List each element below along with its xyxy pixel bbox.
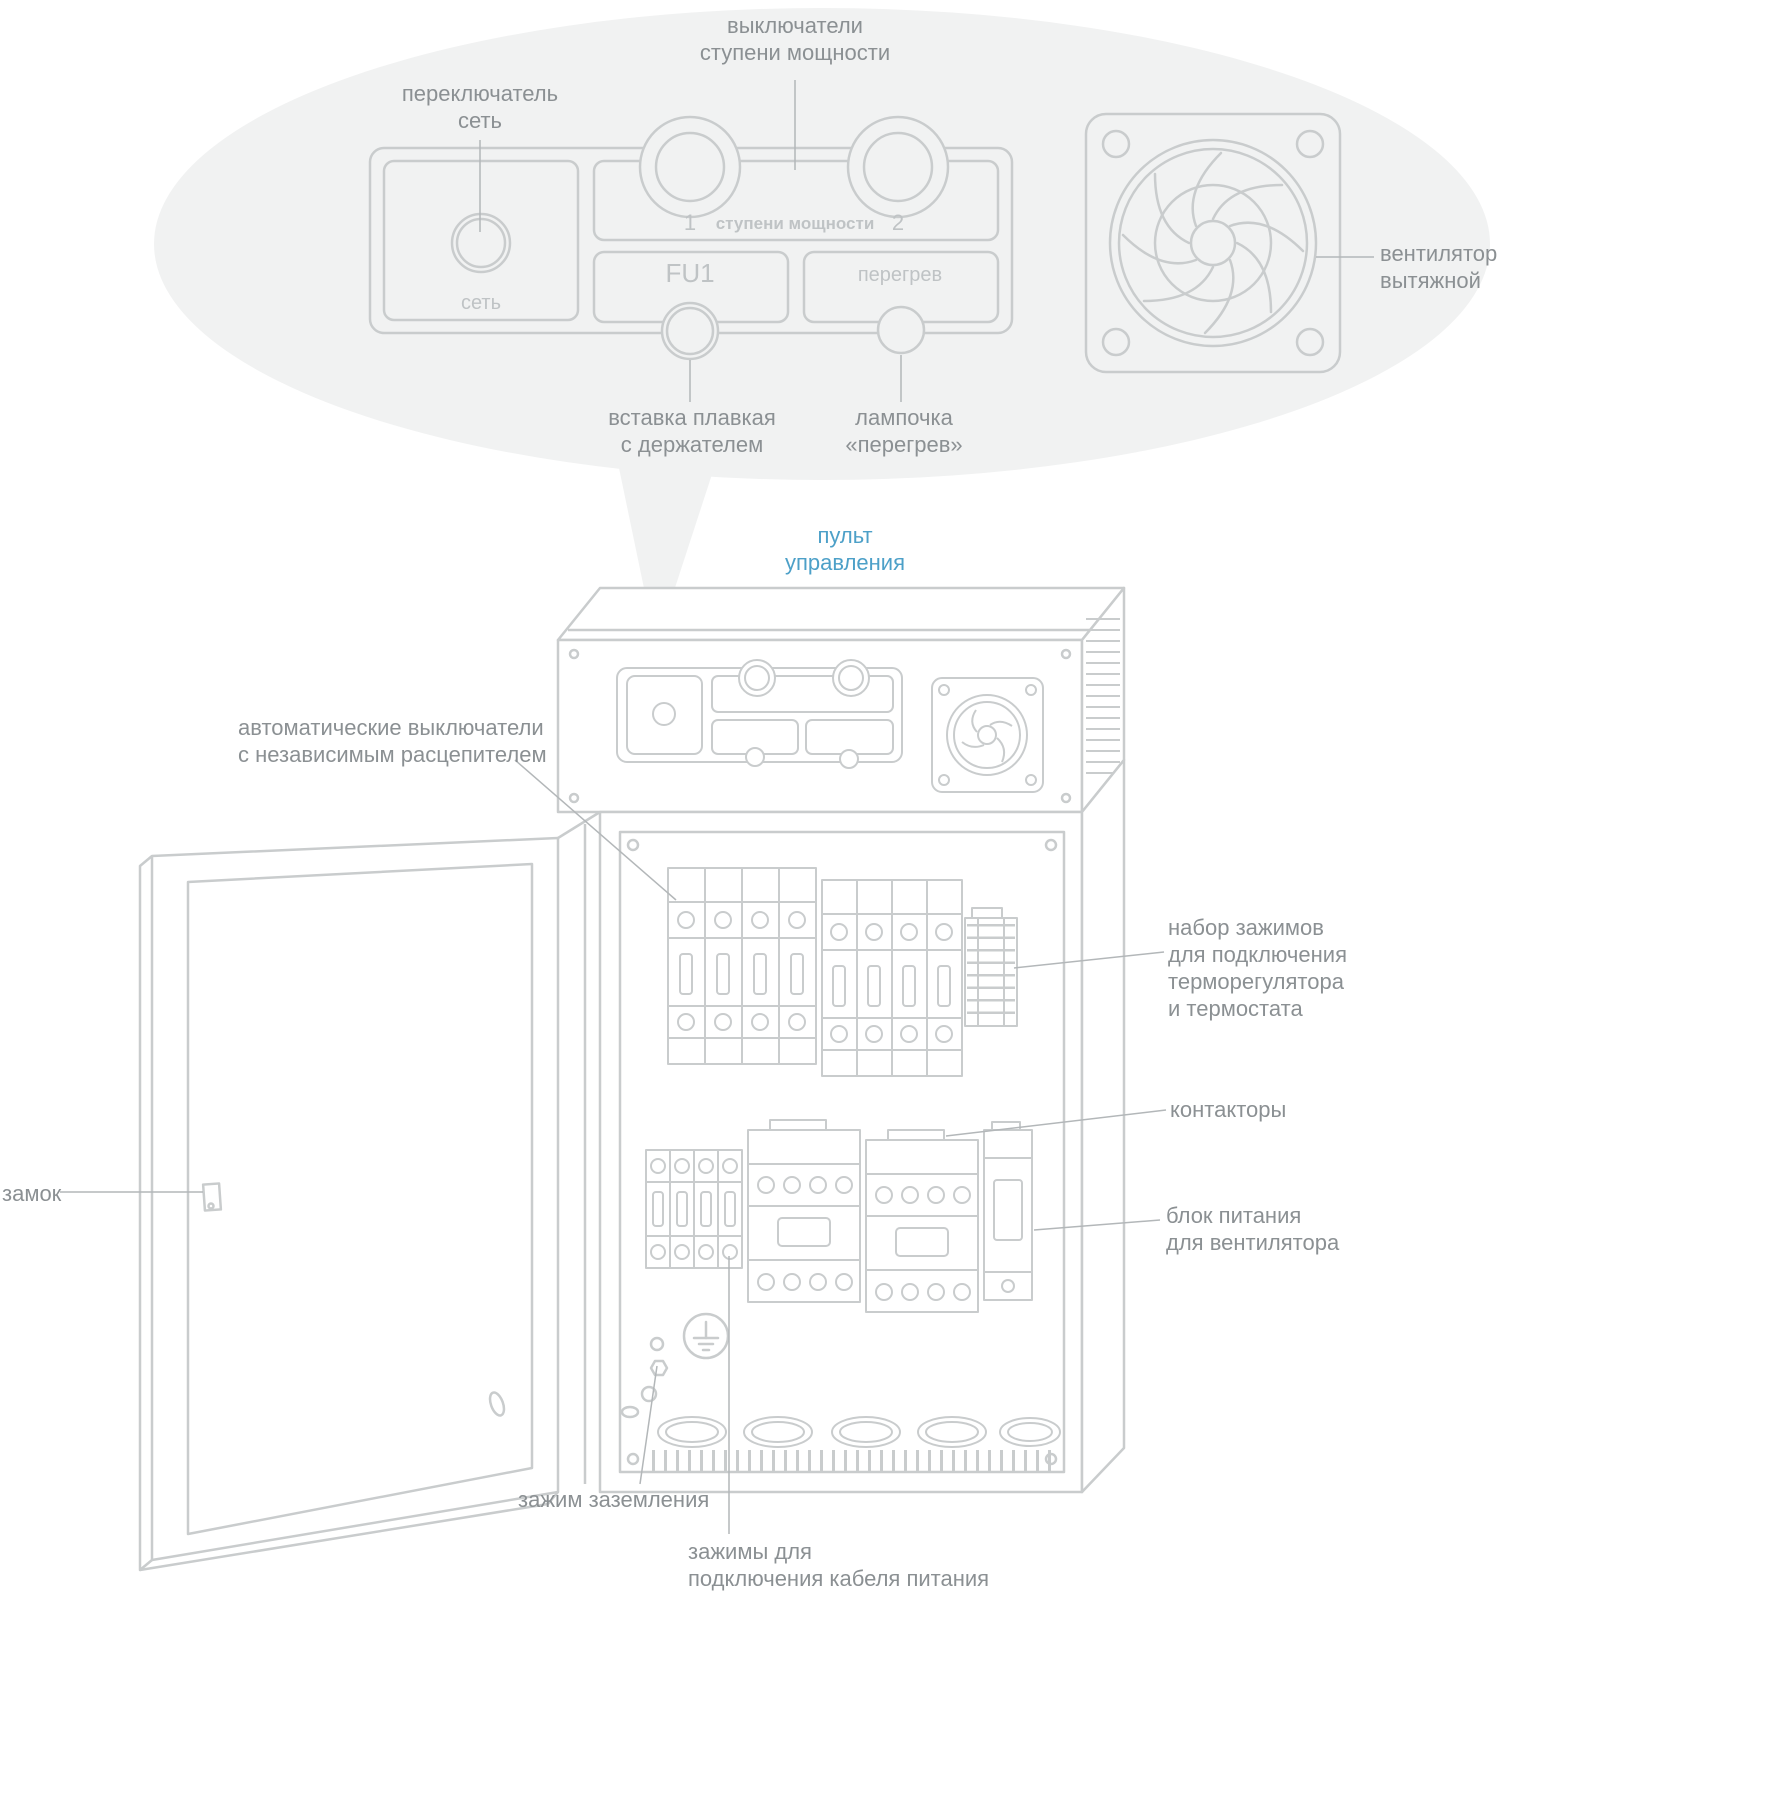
cabinet-body xyxy=(583,758,1126,1494)
label-contactors: контакторы xyxy=(1170,1097,1287,1122)
door-stud xyxy=(488,1391,506,1417)
label-power-stage-switches: выключатели ступени мощности xyxy=(699,13,891,65)
net-switch-button xyxy=(450,212,512,274)
label-exhaust-fan: вентилятор вытяжной xyxy=(1380,241,1498,293)
overheat-lamp xyxy=(876,305,926,355)
label-ground-terminal: зажим заземления xyxy=(518,1487,710,1512)
label-breakers: автоматические выключатели с независимым… xyxy=(238,715,547,767)
label-control-panel: пульт управления xyxy=(785,523,905,575)
power-knob-1 xyxy=(638,115,742,219)
cabinet-mini-panel xyxy=(616,659,903,769)
contactor-1 xyxy=(747,1119,861,1303)
panel-text-overheat: перегрев xyxy=(857,264,943,286)
label-overheat-lamp: лампочка «перегрев» xyxy=(845,405,963,457)
breakers-group-1 xyxy=(667,867,817,1065)
fan-psu xyxy=(983,1121,1033,1301)
label-lock: замок xyxy=(2,1181,62,1206)
label-fuse: вставка плавкая с держателем xyxy=(608,405,776,457)
label-power-cable-terminals: зажимы для подключения кабеля питания xyxy=(688,1539,990,1591)
panel-text-net: сеть xyxy=(460,292,502,314)
cabinet-top-box xyxy=(556,586,1126,814)
ground-terminal xyxy=(620,1312,730,1419)
label-fan-psu: блок питания для вентилятора xyxy=(1166,1203,1340,1255)
contactor-2 xyxy=(865,1129,979,1313)
terminal-block xyxy=(964,907,1018,1027)
panel-text-stage1: 1 xyxy=(683,210,697,235)
cabinet-door xyxy=(138,810,601,1572)
power-knob-2 xyxy=(846,115,950,219)
breakers-group-2 xyxy=(821,879,963,1077)
exhaust-fan-grille xyxy=(1084,112,1342,374)
label-net-switch: переключатель сеть xyxy=(401,81,559,133)
control-panel-drawing xyxy=(368,115,1014,361)
cabinet-mini-fan xyxy=(931,677,1044,793)
callout-bubble xyxy=(154,8,1490,646)
cable-glands xyxy=(657,1416,1061,1448)
fuse-holder xyxy=(660,301,720,361)
callout-leader-lines xyxy=(479,80,1374,402)
cabinet-leader-lines xyxy=(60,759,1167,1534)
label-terminal-block: набор зажимов для подключения терморегул… xyxy=(1168,915,1347,1021)
panel-text-stages: ступени мощности xyxy=(715,214,875,233)
lower-breakers xyxy=(645,1149,743,1269)
panel-text-fu1: FU1 xyxy=(665,258,715,288)
panel-text-stage2: 2 xyxy=(891,210,905,235)
door-lock xyxy=(201,1182,223,1212)
